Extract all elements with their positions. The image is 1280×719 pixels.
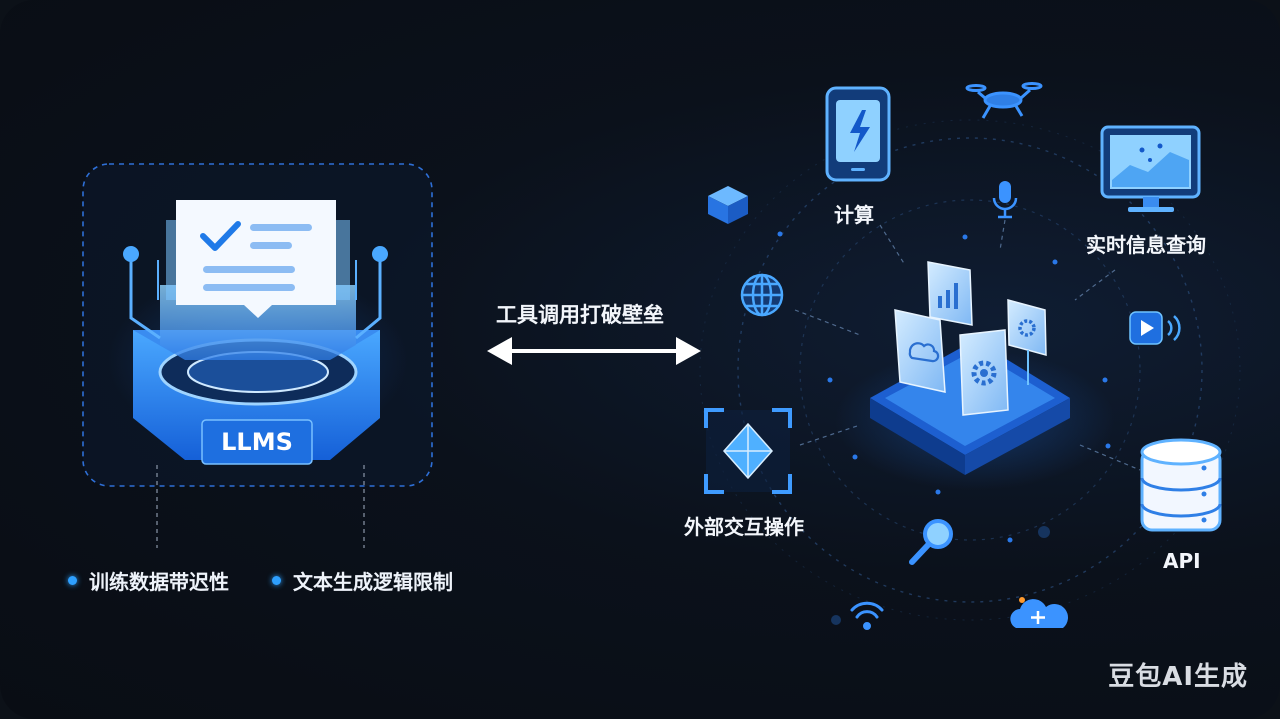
limitation-label: 训练数据带迟性	[89, 570, 229, 594]
limitation-label: 文本生成逻辑限制	[293, 570, 453, 594]
globe-icon	[740, 273, 784, 317]
database-icon	[1140, 438, 1222, 532]
node-label-api: API	[1163, 549, 1201, 573]
watermark: 豆包AI生成	[1108, 662, 1248, 692]
node-label-external-interaction: 外部交互操作	[684, 515, 804, 539]
microphone-icon	[992, 181, 1018, 219]
node-label-compute: 计算	[834, 203, 874, 227]
wifi-icon	[850, 601, 884, 630]
cube-icon	[708, 186, 748, 224]
play-sound-icon	[1129, 311, 1181, 345]
search-icon	[909, 519, 953, 565]
limitation-item: 训练数据带迟性	[68, 566, 229, 595]
orbit-rings	[699, 119, 1241, 621]
limitation-item: 文本生成逻辑限制	[272, 566, 453, 595]
platform-hub-icon	[835, 261, 1115, 490]
cloud-plus-icon	[1010, 597, 1069, 628]
monitor-chart-icon	[1100, 125, 1201, 212]
double-arrow	[487, 337, 701, 365]
decorative-dots	[777, 231, 1111, 625]
document-check-icon	[176, 200, 336, 318]
arrow-label: 工具调用打破壁垒	[496, 303, 664, 327]
node-label-realtime-query: 实时信息查询	[1086, 233, 1206, 257]
drone-icon	[965, 82, 1043, 119]
llms-label: LLMS	[221, 428, 293, 456]
llm-device-icon	[108, 200, 408, 465]
focus-diamond-icon	[704, 408, 792, 494]
bullet-dot	[68, 576, 77, 585]
phone-bolt-icon	[825, 86, 891, 182]
bullet-dot	[272, 576, 281, 585]
